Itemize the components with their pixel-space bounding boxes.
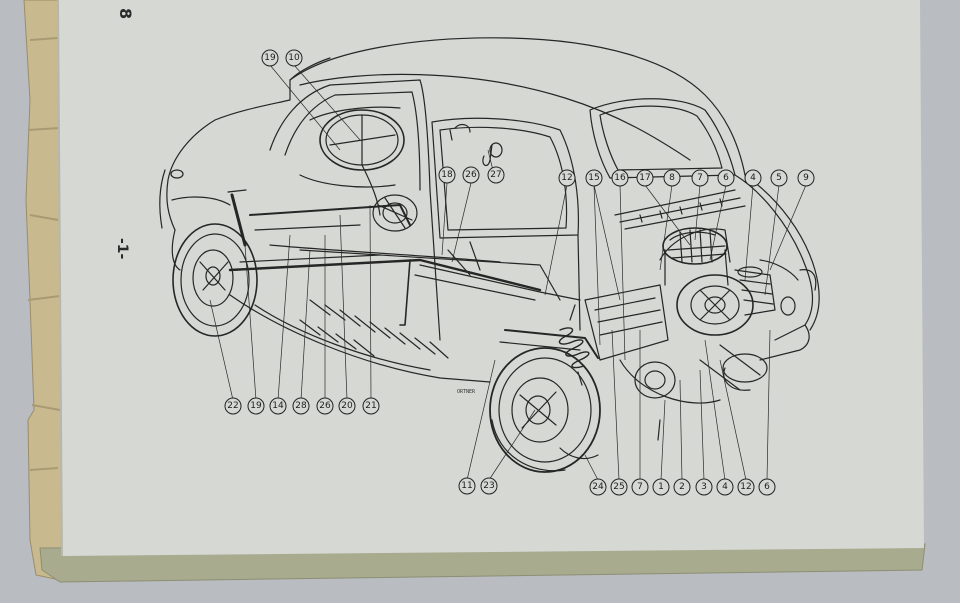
callout: 12 (558, 169, 576, 187)
callout-number: 4 (750, 173, 756, 183)
callout: 7 (631, 478, 649, 496)
callout-number: 14 (272, 401, 284, 411)
callout-number: 26 (319, 401, 331, 411)
callout: 21 (362, 397, 380, 415)
callout: 15 (585, 169, 603, 187)
callout-number: 26 (465, 170, 477, 180)
callout: 4 (744, 169, 762, 187)
page-number: -1- (114, 238, 130, 260)
artist-signature: ORTNER (457, 389, 476, 395)
callout-number: 10 (288, 53, 300, 63)
corner-page-number: 8 (116, 8, 135, 19)
car-cutaway-illustration (159, 37, 820, 473)
callout: 6 (758, 478, 776, 496)
callout-number: 12 (740, 482, 751, 492)
callout-number: 6 (723, 173, 729, 183)
callout: 5 (770, 169, 788, 187)
callout-number: 21 (365, 401, 376, 411)
callout: 11 (458, 477, 476, 495)
page-gutter-shadow (57, 0, 63, 557)
callout-number: 1 (658, 482, 664, 492)
callout-number: 11 (461, 481, 472, 491)
callout-number: 20 (341, 401, 353, 411)
callout-number: 25 (613, 482, 624, 492)
callout-number: 19 (264, 53, 276, 63)
callout-number: 6 (764, 482, 770, 492)
callout-leader-lines (209, 64, 807, 481)
callout-number: 3 (701, 482, 707, 492)
callout: 7 (691, 169, 709, 187)
callout: 9 (797, 169, 815, 187)
callout-number: 7 (637, 482, 643, 492)
callout: 19 (247, 397, 265, 415)
callout-number: 22 (227, 401, 238, 411)
callout: 27 (487, 166, 505, 184)
callout: 23 (480, 477, 498, 495)
callout-number: 19 (250, 401, 262, 411)
callout: 2 (673, 478, 691, 496)
callout: 1 (652, 478, 670, 496)
callout-number: 4 (722, 482, 728, 492)
callout-number: 28 (295, 401, 307, 411)
callout-number: 27 (490, 170, 501, 180)
callout: 25 (610, 478, 628, 496)
callout-number: 17 (639, 173, 650, 183)
callout: 17 (636, 169, 654, 187)
callout-number: 5 (776, 173, 782, 183)
callout-number: 16 (614, 173, 626, 183)
callout: 28 (292, 397, 310, 415)
callout-number: 2 (679, 482, 685, 492)
callout-number: 24 (592, 482, 604, 492)
callout: 22 (224, 397, 242, 415)
callout: 20 (338, 397, 356, 415)
callouts-bottom: 22 19 14 28 26 20 21 11 23 24 25 7 1 2 3… (224, 397, 776, 496)
callout: 18 (438, 166, 456, 184)
callout-number: 18 (441, 170, 453, 180)
callout: 12 (737, 478, 755, 496)
callout: 6 (717, 169, 735, 187)
callout: 8 (663, 169, 681, 187)
callout: 26 (316, 397, 334, 415)
callout: 10 (285, 49, 303, 67)
callout: 3 (695, 478, 713, 496)
callout-number: 8 (669, 173, 675, 183)
callout: 14 (269, 397, 287, 415)
callout: 16 (611, 169, 629, 187)
callout: 4 (716, 478, 734, 496)
callout: 24 (589, 478, 607, 496)
callout: 26 (462, 166, 480, 184)
callout-number: 9 (803, 173, 809, 183)
callout-number: 12 (561, 173, 572, 183)
callout-number: 7 (697, 173, 703, 183)
callout-number: 23 (483, 481, 494, 491)
spine-wear (27, 37, 61, 471)
callout-number: 15 (588, 173, 599, 183)
callout: 19 (261, 49, 279, 67)
callouts-top: 19 10 18 26 27 12 15 16 17 8 7 6 4 5 9 (261, 49, 815, 187)
